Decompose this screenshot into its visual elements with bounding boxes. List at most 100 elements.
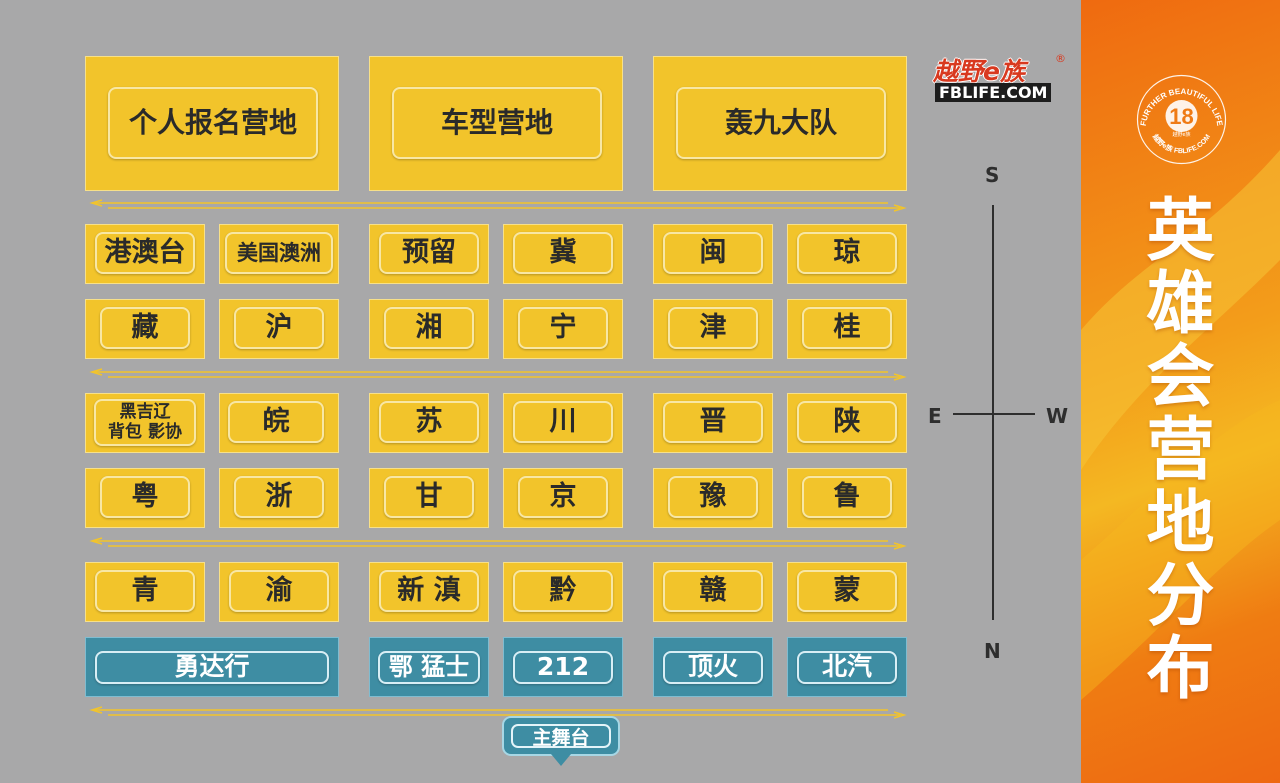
sponsor-cell-label: 鄂 猛士: [378, 651, 480, 684]
side-title-char: 营: [1146, 411, 1215, 490]
camp-cell-label: 沪: [234, 307, 324, 349]
side-title-char: 雄: [1146, 265, 1215, 344]
camp-cell[interactable]: 浙: [219, 468, 339, 528]
sponsor-cell-label: 北汽: [797, 651, 897, 684]
camp-cell[interactable]: 晋: [653, 393, 773, 453]
camp-cell[interactable]: 赣: [653, 562, 773, 622]
fblife-logo[interactable]: 越野e族 ® FBLIFE.COM: [933, 52, 1073, 106]
compass-east: E: [928, 404, 942, 428]
camp-cell-label: 渝: [229, 570, 329, 612]
main-stage-label: 主舞台: [511, 724, 611, 749]
camp-cell[interactable]: 蒙: [787, 562, 907, 622]
camp-cell[interactable]: 桂: [787, 299, 907, 359]
camp-cell[interactable]: 黔: [503, 562, 623, 622]
camp-cell[interactable]: 冀: [503, 224, 623, 284]
camp-cell-label: 粤: [100, 476, 190, 518]
camp-cell[interactable]: 粤: [85, 468, 205, 528]
sponsor-cell-label: 212: [513, 651, 613, 684]
camp-cell-label-multi: 黑吉辽 背包 影协: [94, 399, 196, 446]
camp-cell-label: 美国澳洲: [225, 232, 333, 274]
camp-cell[interactable]: 京: [503, 468, 623, 528]
camp-cell-label: 浙: [234, 476, 324, 518]
camp-cell[interactable]: 藏: [85, 299, 205, 359]
camp-cell[interactable]: 湘: [369, 299, 489, 359]
badge-number: 18: [1169, 104, 1193, 129]
camp-block-vehicle-type[interactable]: 车型营地: [369, 56, 623, 191]
side-title-char: 布: [1146, 630, 1215, 709]
camp-cell-label: 藏: [100, 307, 190, 349]
camp-cell[interactable]: 宁: [503, 299, 623, 359]
anniversary-badge: FURTHER BEAUTIFUL LIFE 越野e族 FBLIFE.COM 1…: [1136, 74, 1227, 165]
camp-cell-label: 陕: [797, 401, 897, 443]
camp-cell[interactable]: 甘: [369, 468, 489, 528]
compass-west: W: [1046, 404, 1069, 428]
logo-registered-mark: ®: [1055, 52, 1066, 65]
sponsor-cell-dongfeng-mengshi[interactable]: 鄂 猛士: [369, 637, 489, 697]
camp-cell-label: 港澳台: [95, 232, 195, 274]
camp-cell-label: 黔: [513, 570, 613, 612]
camp-cell[interactable]: 渝: [219, 562, 339, 622]
road-arrow-3: [89, 537, 907, 550]
camp-cell-label: 京: [518, 476, 608, 518]
camp-cell[interactable]: 苏: [369, 393, 489, 453]
camp-cell[interactable]: 沪: [219, 299, 339, 359]
main-stage-pointer-icon: [551, 754, 571, 766]
sponsor-cell-label: 勇达行: [95, 651, 329, 684]
camp-cell-label: 闽: [663, 232, 763, 274]
camp-cell-label: 苏: [379, 401, 479, 443]
compass-south: S: [985, 163, 1000, 187]
camp-cell-label: 津: [668, 307, 758, 349]
camp-cell[interactable]: 陕: [787, 393, 907, 453]
camp-cell[interactable]: 琼: [787, 224, 907, 284]
camp-cell-label: 桂: [802, 307, 892, 349]
camp-cell-label: 琼: [797, 232, 897, 274]
sponsor-cell-baic[interactable]: 北汽: [787, 637, 907, 697]
camp-cell-line: 背包 影协: [108, 421, 182, 442]
camp-cell[interactable]: 黑吉辽 背包 影协: [85, 393, 205, 453]
sponsor-cell-label: 顶火: [663, 651, 763, 684]
camp-cell[interactable]: 川: [503, 393, 623, 453]
camp-cell[interactable]: 新 滇: [369, 562, 489, 622]
camp-cell[interactable]: 津: [653, 299, 773, 359]
compass-north: N: [984, 639, 1001, 663]
side-banner: 英 雄 会 营 地 分 布: [1081, 0, 1280, 783]
camp-block-hong-jiu[interactable]: 轰九大队: [653, 56, 907, 191]
camp-cell[interactable]: 美国澳洲: [219, 224, 339, 284]
camp-cell[interactable]: 皖: [219, 393, 339, 453]
compass-cross-icon: [953, 205, 1035, 620]
camp-cell[interactable]: 青: [85, 562, 205, 622]
camp-cell[interactable]: 豫: [653, 468, 773, 528]
side-title: 英 雄 会 营 地 分 布: [1081, 195, 1280, 706]
road-arrow-2: [89, 368, 907, 381]
camp-cell[interactable]: 预留: [369, 224, 489, 284]
camp-cell[interactable]: 闽: [653, 224, 773, 284]
camp-label-vehicle-type: 车型营地: [392, 87, 602, 159]
camp-cell-label: 赣: [663, 570, 763, 612]
sponsor-cell-yongdaxing[interactable]: 勇达行: [85, 637, 339, 697]
banner-swoosh-icon: [1081, 150, 1280, 700]
camp-cell-label: 甘: [384, 476, 474, 518]
badge-inner-text: 越野e族: [1172, 131, 1190, 138]
camp-cell[interactable]: 港澳台: [85, 224, 205, 284]
camp-cell-label: 冀: [513, 232, 613, 274]
sponsor-cell-dinghuo[interactable]: 顶火: [653, 637, 773, 697]
logo-cn-text: 越野e族: [933, 57, 1025, 86]
camp-cell-line: 黑吉辽: [119, 401, 171, 422]
road-arrow-1: [89, 199, 907, 212]
camp-cell-label: 川: [513, 401, 613, 443]
logo-en-text: FBLIFE.COM: [935, 83, 1052, 102]
road-arrow-4: [89, 706, 907, 719]
camp-block-individual[interactable]: 个人报名营地: [85, 56, 339, 191]
camp-label-individual: 个人报名营地: [108, 87, 318, 159]
camp-cell-label: 青: [95, 570, 195, 612]
camp-cell-label: 晋: [663, 401, 763, 443]
camp-cell-label: 新 滇: [379, 570, 479, 612]
compass: S N E W: [925, 160, 1069, 663]
side-title-char: 会: [1146, 338, 1215, 417]
main-stage-tag[interactable]: 主舞台: [502, 716, 620, 756]
camp-cell[interactable]: 鲁: [787, 468, 907, 528]
camp-label-hong-jiu: 轰九大队: [676, 87, 886, 159]
camp-cell-label: 湘: [384, 307, 474, 349]
sponsor-cell-212[interactable]: 212: [503, 637, 623, 697]
camp-cell-label: 鲁: [802, 476, 892, 518]
